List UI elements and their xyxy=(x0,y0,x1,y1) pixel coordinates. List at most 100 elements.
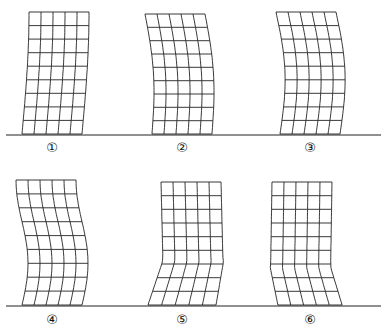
floor-line xyxy=(280,134,340,135)
floor-line xyxy=(19,207,79,208)
column-line xyxy=(175,182,187,305)
floor-line xyxy=(145,14,205,15)
figure-number: ① xyxy=(46,141,58,154)
floor-line xyxy=(22,305,82,306)
floor-line xyxy=(272,182,332,183)
floor-line xyxy=(157,277,221,278)
floor-line xyxy=(153,291,219,292)
floor-line xyxy=(25,235,85,236)
floor-line xyxy=(27,249,87,250)
floor-line xyxy=(284,106,344,107)
column-line xyxy=(189,182,199,305)
ground-line xyxy=(6,305,381,306)
figure-number: ⑤ xyxy=(176,313,188,326)
floor-line xyxy=(163,250,223,251)
floor-line xyxy=(152,134,212,135)
column-line xyxy=(58,12,65,134)
ground-line xyxy=(6,134,381,135)
column-line xyxy=(307,182,317,305)
floor-line xyxy=(16,180,76,181)
column-line xyxy=(162,182,175,305)
column-line xyxy=(28,180,40,305)
column-line xyxy=(202,182,211,305)
column-line xyxy=(205,14,214,134)
figure-number: ⑥ xyxy=(304,313,316,326)
floor-line xyxy=(161,182,221,183)
floor-line xyxy=(283,52,343,53)
floor-line xyxy=(28,52,88,53)
floor-line xyxy=(154,80,214,81)
column-line xyxy=(216,182,223,305)
floor-line xyxy=(272,195,332,196)
column-line xyxy=(312,12,321,134)
column-line xyxy=(300,12,309,134)
floor-line xyxy=(27,277,87,278)
column-line xyxy=(64,180,76,305)
floor-line xyxy=(271,223,331,224)
figure-number: ④ xyxy=(46,313,58,326)
figure-number: ② xyxy=(176,141,188,154)
floor-line xyxy=(148,305,216,306)
column-line xyxy=(82,12,89,134)
column-line xyxy=(336,12,345,134)
floor-line xyxy=(29,12,89,13)
floor-line xyxy=(153,67,213,68)
floor-line xyxy=(162,223,222,224)
floor-line xyxy=(154,94,214,95)
floor-line xyxy=(26,93,86,94)
column-line xyxy=(22,12,29,134)
floor-line xyxy=(282,120,342,121)
floor-line xyxy=(17,193,77,194)
column-line xyxy=(76,180,88,305)
column-line xyxy=(324,12,333,134)
floor-line xyxy=(27,79,87,80)
floor-line xyxy=(150,40,210,41)
floor-line xyxy=(154,107,214,108)
floor-line xyxy=(271,264,331,265)
floor-line xyxy=(23,120,83,121)
column-line xyxy=(148,182,163,305)
column-line xyxy=(283,182,291,305)
column-line xyxy=(145,14,154,134)
floor-line xyxy=(285,93,345,94)
column-line xyxy=(193,14,202,134)
floor-line xyxy=(27,66,87,67)
floor-line xyxy=(276,12,336,13)
column-line xyxy=(34,12,41,134)
floor-line xyxy=(29,39,89,40)
floor-line xyxy=(271,250,331,251)
floor-line xyxy=(148,27,208,28)
column-line xyxy=(270,182,278,305)
floor-line xyxy=(279,25,339,26)
floor-line xyxy=(271,236,331,237)
column-line xyxy=(295,182,304,305)
floor-line xyxy=(153,120,213,121)
floor-line xyxy=(28,263,88,264)
floor-line xyxy=(162,236,222,237)
floor-line xyxy=(152,54,212,55)
column-line xyxy=(331,182,342,305)
floor-line xyxy=(272,209,332,210)
floor-line xyxy=(162,209,222,210)
floor-line xyxy=(29,25,89,26)
column-line xyxy=(157,14,166,134)
floor-line xyxy=(22,134,82,135)
floor-line xyxy=(275,291,338,292)
floor-line xyxy=(22,221,82,222)
column-line xyxy=(40,180,52,305)
floor-line xyxy=(162,264,223,265)
column-line xyxy=(70,12,77,134)
floor-line xyxy=(285,79,345,80)
column-line xyxy=(288,12,297,134)
column-line xyxy=(181,14,190,134)
floor-line xyxy=(285,66,345,67)
floor-line xyxy=(281,39,341,40)
floor-line xyxy=(24,106,84,107)
figure-number: ③ xyxy=(304,141,316,154)
column-line xyxy=(46,12,53,134)
column-line xyxy=(16,180,28,305)
column-line xyxy=(319,182,330,305)
floor-line xyxy=(25,291,85,292)
floor-line xyxy=(278,305,342,306)
